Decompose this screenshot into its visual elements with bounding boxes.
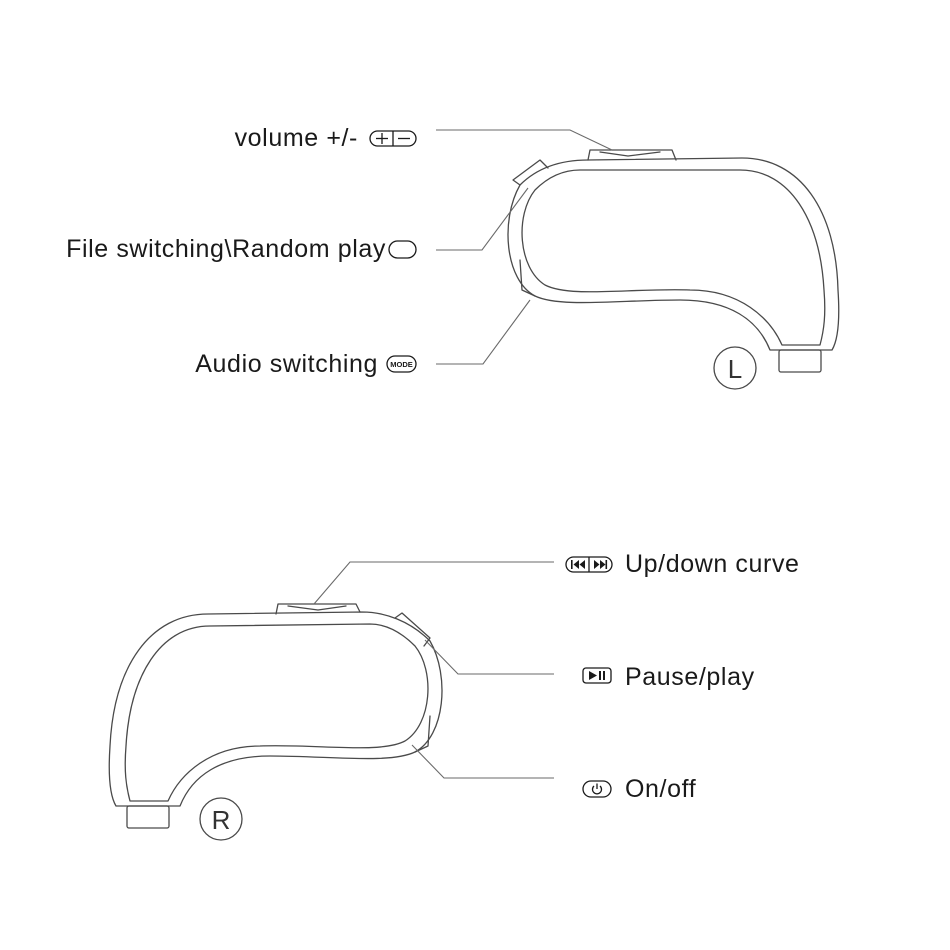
right-controller-play-button [394, 612, 431, 647]
leader-pause-play [424, 639, 554, 675]
left-controller-body-inner [521, 169, 826, 346]
left-controller-connector [778, 349, 822, 373]
label-file-switching: File switching\Random play [66, 235, 386, 263]
left-controller-body-outer [507, 157, 840, 351]
svg-text:MODE: MODE [390, 360, 413, 369]
play-pause-icon [582, 667, 612, 684]
left-leader-lines [436, 129, 613, 365]
left-controller-volume-button [587, 149, 677, 161]
leader-on-off [411, 744, 554, 779]
volume-plus-minus-icon [369, 130, 417, 147]
right-side-letter: R [212, 805, 231, 835]
right-controller-power-button [414, 715, 431, 753]
right-controller: R [108, 603, 443, 841]
label-pause-play: Pause/play [625, 663, 755, 691]
label-up-down-curve: Up/down curve [625, 550, 800, 578]
label-audio-switching: Audio switching [195, 350, 378, 378]
right-controller-connector [126, 805, 170, 829]
mode-button-icon: MODE [386, 355, 417, 373]
left-side-letter: L [728, 354, 742, 384]
right-controller-body-inner [124, 623, 429, 802]
label-volume: volume +/- [235, 124, 358, 152]
left-controller-file-button [512, 159, 549, 186]
left-controller: L [507, 149, 840, 390]
leader-file-switching [436, 187, 529, 251]
prev-next-icon [565, 556, 613, 573]
power-icon [582, 780, 612, 798]
left-side-badge [713, 346, 757, 390]
right-side-badge [199, 797, 243, 841]
left-controller-mode-button [519, 259, 536, 297]
right-leader-lines [313, 561, 554, 779]
leader-up-down-curve [313, 561, 554, 605]
leader-volume [436, 129, 613, 151]
right-controller-curve-button [275, 603, 361, 615]
label-on-off: On/off [625, 775, 696, 803]
leader-audio-switching [436, 299, 531, 365]
right-controller-body-outer [108, 611, 443, 807]
oval-button-icon [388, 240, 417, 259]
